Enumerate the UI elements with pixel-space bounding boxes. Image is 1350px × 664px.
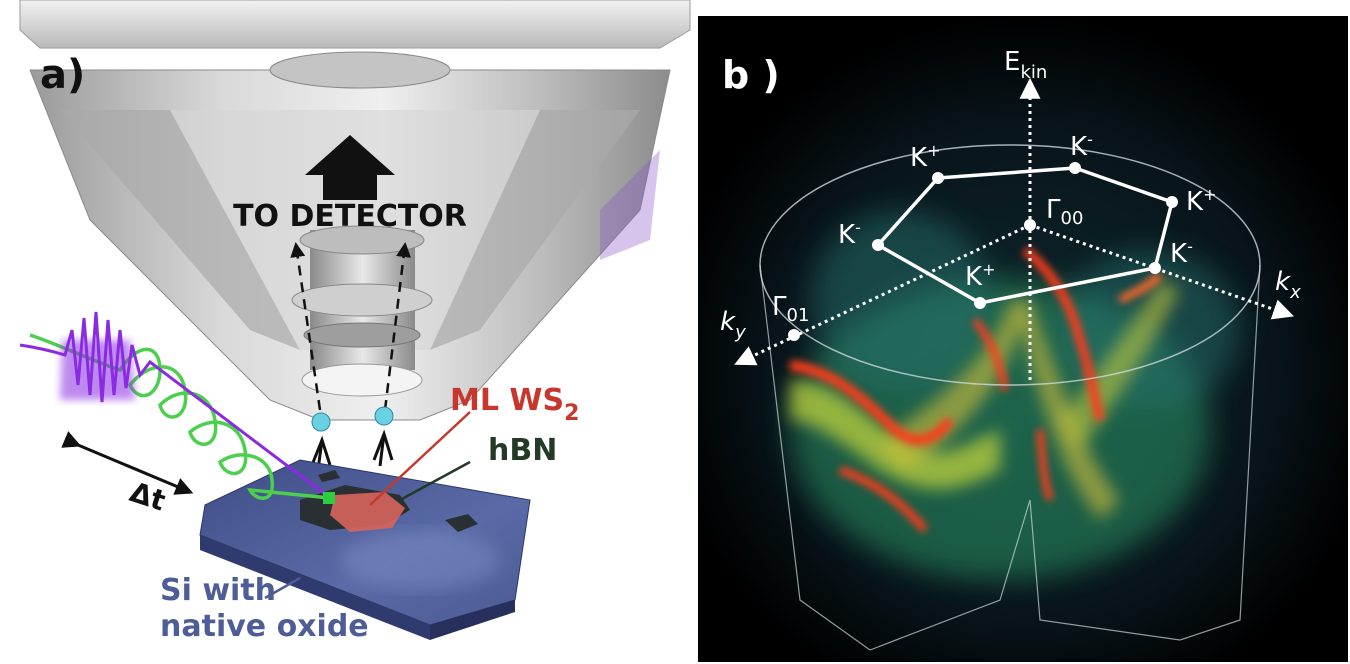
- up-arrow-icon: [305, 135, 395, 200]
- ky-axis-label: ky: [720, 307, 746, 343]
- probe-beam-spiral: [29, 333, 331, 500]
- substrate-leader: [264, 576, 301, 600]
- panel-a: TO DETECTOR Δt ML WS2 hBN Si: [19, 0, 691, 644]
- ws2-leader: [369, 411, 471, 506]
- k-point-label-3: K+: [1186, 185, 1216, 217]
- ws2-label: ML WS2: [450, 383, 579, 426]
- hbn-leader: [399, 460, 471, 502]
- electron-left: [311, 412, 331, 432]
- energy-axis-label: Ekin: [1004, 47, 1047, 83]
- substrate-label-line1: Si with: [160, 573, 276, 608]
- panel-a-label: a): [40, 52, 85, 98]
- electron-path-left: [290, 242, 322, 411]
- k-point-label-4: K-: [1170, 237, 1193, 269]
- substrate-label-line2: native oxide: [160, 609, 369, 644]
- analyzer-ring-top: [269, 51, 451, 89]
- k-point-label-1: K+: [910, 141, 940, 173]
- detector-label: TO DETECTOR: [233, 199, 467, 234]
- ws2-flake: [330, 492, 405, 532]
- kx-axis-label: kx: [1275, 267, 1301, 303]
- electron-right: [374, 406, 394, 426]
- beam-spot: [323, 492, 335, 504]
- k-point-label-5: K+: [965, 260, 995, 292]
- gamma01-label: Γ01: [772, 292, 809, 326]
- panel-b: K+ K- K+ K- K+ K- Γ00 Γ01 Ekin kx ky b ): [698, 16, 1348, 662]
- k-point-label-2: K-: [1070, 130, 1093, 162]
- gamma00-label: Γ00: [1046, 195, 1083, 229]
- delay-arrow: [61, 431, 194, 495]
- ky-axis: [734, 223, 1031, 366]
- k-point-label-6: K-: [838, 218, 861, 250]
- cylinder-outline: [759, 264, 1261, 651]
- electron-path-right: [383, 242, 412, 411]
- panel-b-label: b ): [722, 53, 780, 97]
- analyzer-top-plate: [19, 0, 691, 49]
- hbn-label: hBN: [488, 433, 557, 468]
- high-symmetry-points: [788, 162, 1178, 341]
